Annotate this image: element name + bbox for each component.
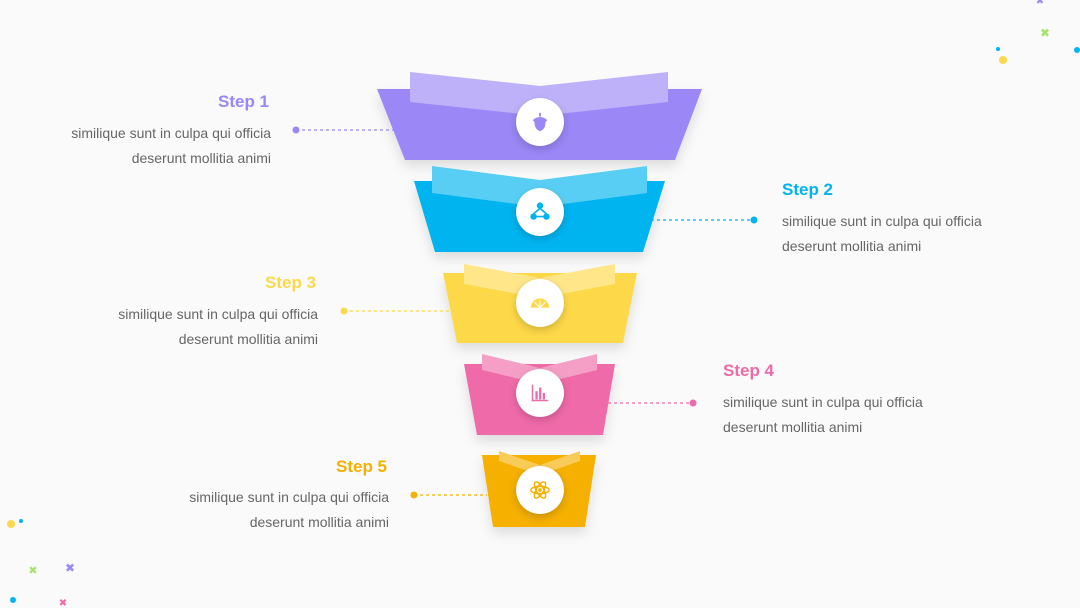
funnel-layer-4 xyxy=(464,354,697,435)
step-2-icon-circle xyxy=(516,188,564,236)
step-5-description: similique sunt in culpa qui officia dese… xyxy=(189,489,389,530)
funnel-flap-1 xyxy=(410,72,668,116)
funnel-flap-2 xyxy=(432,166,647,207)
atom-icon xyxy=(530,481,550,499)
step-3-description: similique sunt in culpa qui officia dese… xyxy=(118,306,318,347)
svg-text:✖: ✖ xyxy=(1040,26,1050,40)
step-1-title: Step 1 xyxy=(218,92,270,111)
step-2-title: Step 2 xyxy=(782,180,834,199)
svg-text:✖: ✖ xyxy=(65,561,75,575)
step-3-icon-circle xyxy=(516,279,564,327)
funnel-layer-1 xyxy=(292,72,702,160)
svg-text:✖: ✖ xyxy=(59,598,67,608)
funnel-layer-3 xyxy=(340,264,637,343)
connector-dot-4 xyxy=(689,399,697,407)
svg-text:✖: ✖ xyxy=(1036,0,1044,7)
step-4-icon-circle xyxy=(516,369,564,417)
step-1-icon-circle xyxy=(516,98,564,146)
connector-dot-5 xyxy=(410,491,418,499)
step-2-description: similique sunt in culpa qui officia dese… xyxy=(782,213,982,254)
decorative-confetti: ✖ ✖ ✖ ✖ ✖ xyxy=(7,0,1080,608)
step-5-title: Step 5 xyxy=(336,457,388,476)
funnel-layer-5 xyxy=(410,451,596,527)
connector-dot-3 xyxy=(340,307,348,315)
step-5-icon-circle xyxy=(516,466,564,514)
step-3-title: Step 3 xyxy=(265,273,317,292)
connector-dot-1 xyxy=(292,126,300,134)
lemon-slice-icon xyxy=(530,298,550,308)
step-1-description: similique sunt in culpa qui officia dese… xyxy=(71,125,271,166)
network-icon xyxy=(530,202,550,220)
bar-chart-icon xyxy=(531,384,549,402)
svg-text:✖: ✖ xyxy=(28,564,37,577)
funnel-layer-2 xyxy=(414,166,758,252)
step-4-description: similique sunt in culpa qui officia dese… xyxy=(723,394,923,435)
connector-dot-2 xyxy=(750,216,758,224)
acorn-icon xyxy=(532,112,548,132)
step-4-title: Step 4 xyxy=(723,361,775,380)
